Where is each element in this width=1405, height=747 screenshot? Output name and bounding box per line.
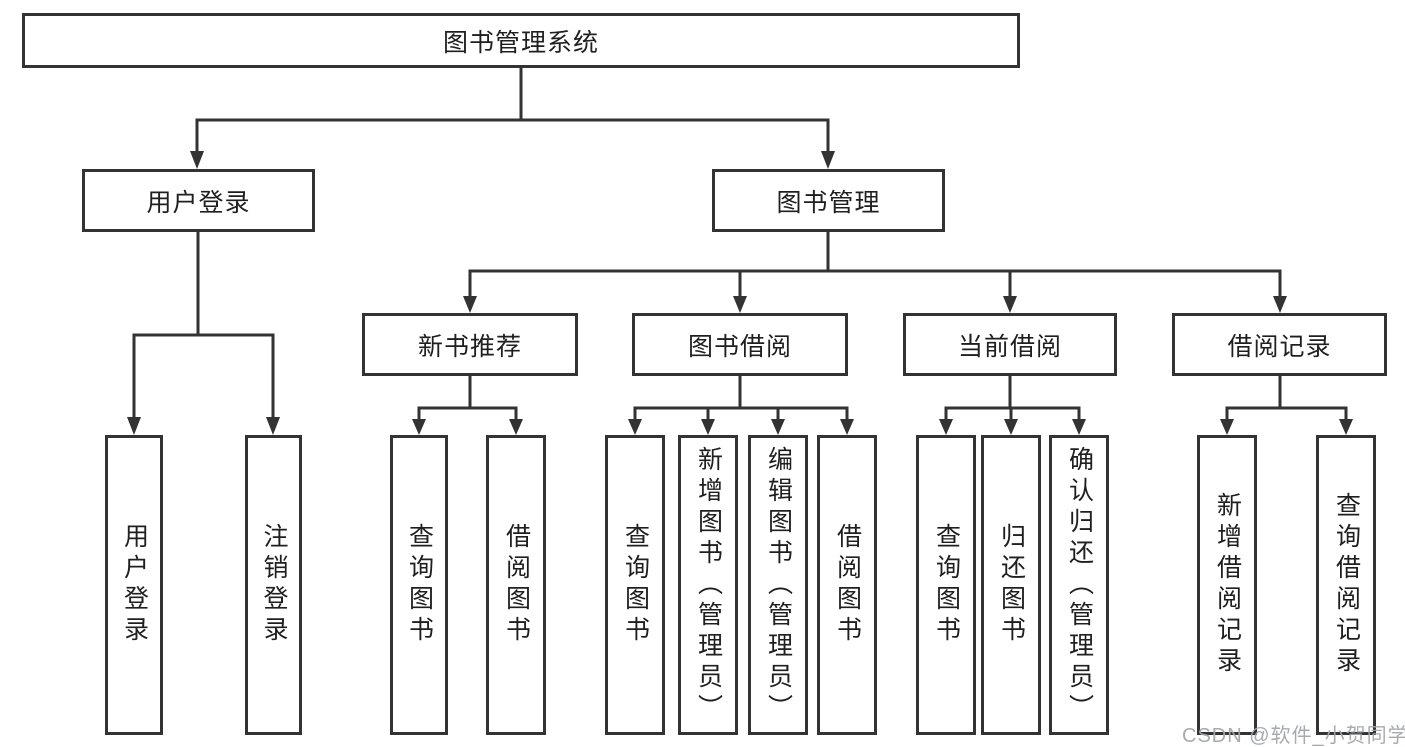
leaf-logout: 注销登录 (245, 435, 302, 735)
node-root-system: 图书管理系统 (22, 13, 1020, 68)
leaf-label: 查询图书 (621, 523, 650, 647)
connector-bookmgmt-to-level3 (463, 232, 1287, 313)
node-label: 图书借阅 (687, 332, 792, 361)
node-book-management: 图书管理 (712, 169, 945, 232)
leaf-query-books-2: 查询图书 (605, 435, 665, 735)
leaf-label: 借阅图书 (833, 523, 862, 647)
leaf-label: 新增图书（管理员） (694, 445, 723, 725)
node-label: 图书管理 (776, 188, 881, 217)
leaf-add-borrow-record: 新增借阅记录 (1197, 435, 1257, 735)
leaf-borrow-books-2: 借阅图书 (817, 435, 877, 735)
connector-newbooks-to-leaves (412, 376, 523, 435)
connector-root-to-level2 (190, 68, 835, 169)
node-label: 图书管理系统 (442, 28, 599, 57)
leaf-return-book: 归还图书 (981, 435, 1041, 735)
leaf-label: 归还图书 (997, 523, 1026, 647)
leaf-query-books-3: 查询图书 (916, 435, 976, 735)
connector-userlogin-to-leaves (127, 232, 280, 435)
leaf-label: 注销登录 (260, 523, 288, 647)
node-current-borrow: 当前借阅 (903, 313, 1117, 376)
node-book-borrow: 图书借阅 (632, 313, 848, 376)
leaf-confirm-return-admin: 确认归还（管理员） (1049, 435, 1109, 735)
leaf-label: 新增借阅记录 (1213, 492, 1242, 678)
leaf-query-books-1: 查询图书 (390, 435, 448, 735)
leaf-label: 查询图书 (932, 523, 961, 647)
leaf-user-login: 用户登录 (105, 435, 163, 735)
leaf-edit-book-admin: 编辑图书（管理员） (748, 435, 808, 735)
watermark: CSDN @软件_小贺同学 (1182, 725, 1405, 747)
leaf-label: 确认归还（管理员） (1065, 445, 1094, 725)
leaf-query-borrow-record: 查询借阅记录 (1316, 435, 1376, 735)
node-label: 用户登录 (146, 188, 251, 217)
leaf-label: 用户登录 (120, 523, 149, 647)
connector-bookborrow-to-leaves (628, 376, 854, 435)
leaf-label: 借阅图书 (502, 523, 531, 647)
node-borrow-records: 借阅记录 (1172, 313, 1387, 376)
node-label: 新书推荐 (417, 332, 522, 361)
leaf-label: 编辑图书（管理员） (764, 445, 793, 725)
connector-records-to-leaves (1220, 376, 1353, 435)
connector-currentborrow-to-leaves (939, 376, 1086, 435)
node-new-book-recommend: 新书推荐 (362, 313, 578, 376)
node-user-login: 用户登录 (82, 169, 315, 232)
node-label: 当前借阅 (957, 332, 1062, 361)
leaf-label: 查询借阅记录 (1332, 492, 1361, 678)
leaf-label: 查询图书 (405, 523, 434, 647)
leaf-add-book-admin: 新增图书（管理员） (678, 435, 738, 735)
node-label: 借阅记录 (1227, 332, 1332, 361)
leaf-borrow-books-1: 借阅图书 (486, 435, 546, 735)
